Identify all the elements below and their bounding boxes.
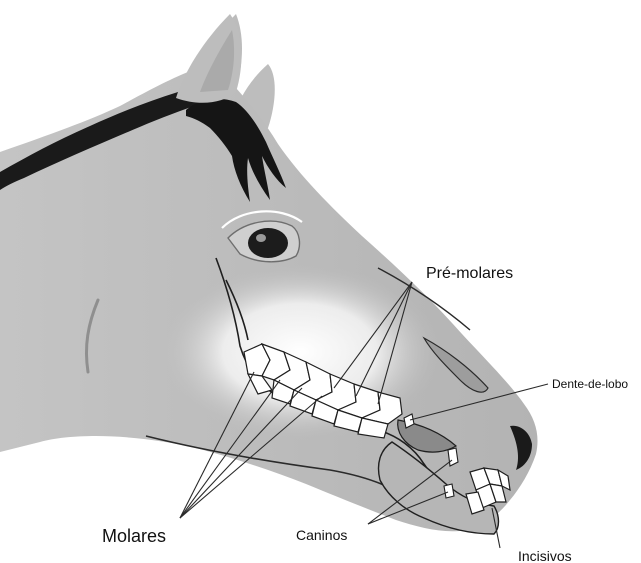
- eye-highlight: [256, 234, 266, 242]
- canine-lower: [444, 484, 454, 498]
- canine-upper: [448, 448, 458, 466]
- label-molars: Molares: [102, 526, 166, 546]
- label-canines: Caninos: [296, 527, 347, 543]
- label-premolars: Pré-molares: [426, 265, 513, 282]
- eye-icon: [248, 228, 288, 258]
- label-wolf-tooth: Dente-de-lobo: [552, 377, 628, 391]
- label-incisors: Incisivos: [518, 548, 572, 563]
